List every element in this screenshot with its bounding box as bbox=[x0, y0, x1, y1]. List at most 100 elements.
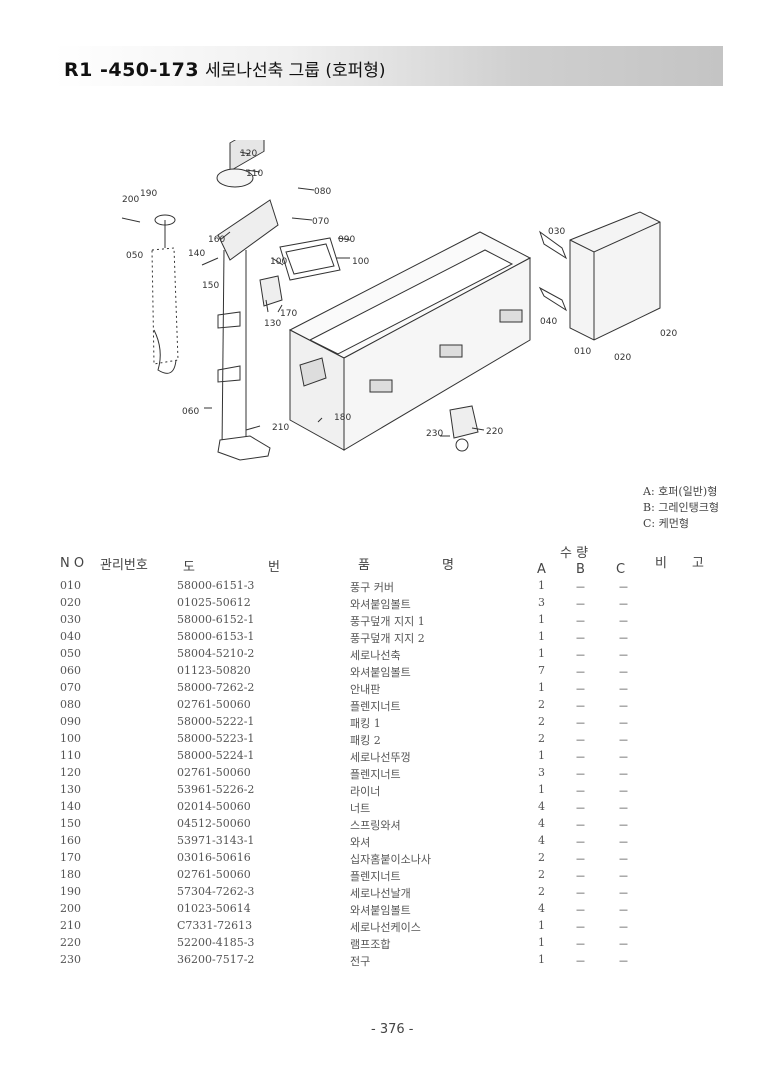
part-name-cell: 패킹 1 bbox=[350, 717, 381, 730]
callout-label: 050 bbox=[126, 251, 143, 261]
drawing-number-cell: 57304-7262-3 bbox=[177, 885, 255, 898]
drawing-number-cell: C7331-72613 bbox=[177, 919, 253, 932]
type-legend: A: 호퍼(일반)형 B: 그레인탱크형 C: 케먼형 bbox=[643, 484, 719, 532]
part-number-cell: 140 bbox=[60, 800, 81, 813]
callout-label: 020 bbox=[660, 329, 677, 339]
qty-c-cell: － bbox=[618, 853, 629, 866]
qty-a-cell: 2 bbox=[538, 698, 545, 711]
header-remarks-2: 고 bbox=[692, 556, 704, 571]
callout-label: 170 bbox=[280, 309, 297, 319]
callout-label: 220 bbox=[486, 427, 503, 437]
drawing-number-cell: 01123-50820 bbox=[177, 664, 251, 677]
qty-a-cell: 4 bbox=[538, 817, 545, 830]
qty-c-cell: － bbox=[618, 768, 629, 781]
qty-a-cell: 7 bbox=[538, 664, 545, 677]
header-no: N O bbox=[60, 556, 85, 571]
callout-label: 040 bbox=[540, 317, 557, 327]
callout-label: 190 bbox=[140, 189, 157, 199]
qty-c-cell: － bbox=[618, 921, 629, 934]
qty-c-cell: － bbox=[618, 734, 629, 747]
qty-b-cell: － bbox=[575, 598, 586, 611]
part-number-cell: 130 bbox=[60, 783, 81, 796]
part-number-cell: 050 bbox=[60, 647, 81, 660]
part-name-cell: 안내판 bbox=[350, 683, 381, 696]
part-number-cell: 010 bbox=[60, 579, 81, 592]
part-name-cell: 십자홈붙이소나사 bbox=[350, 853, 431, 866]
qty-c-cell: － bbox=[618, 751, 629, 764]
callout-label: 180 bbox=[334, 413, 351, 423]
callout-label: 140 bbox=[188, 249, 205, 259]
part-name-cell: 플렌지너트 bbox=[350, 700, 401, 713]
part-name-cell: 플렌지너트 bbox=[350, 870, 401, 883]
part-name-cell: 라이너 bbox=[350, 785, 381, 798]
drawing-number-cell: 58004-5210-2 bbox=[177, 647, 255, 660]
part-name-cell: 세로나선날개 bbox=[350, 887, 411, 900]
qty-a-cell: 1 bbox=[538, 579, 545, 592]
drawing-number-cell: 01023-50614 bbox=[177, 902, 251, 915]
qty-a-cell: 1 bbox=[538, 613, 545, 626]
qty-c-cell: － bbox=[618, 649, 629, 662]
group-code: R1 -450-173 bbox=[64, 59, 200, 81]
drawing-number-cell: 04512-50060 bbox=[177, 817, 251, 830]
part-name-cell: 세로나선케이스 bbox=[350, 921, 421, 934]
part-number-cell: 090 bbox=[60, 715, 81, 728]
callout-label: 130 bbox=[264, 319, 281, 329]
qty-b-cell: － bbox=[575, 921, 586, 934]
qty-c-cell: － bbox=[618, 700, 629, 713]
qty-a-cell: 1 bbox=[538, 953, 545, 966]
part-number-cell: 030 bbox=[60, 613, 81, 626]
header-mgmt-no: 관리번호 bbox=[100, 558, 148, 573]
table-row: 190 57304-7262-3 세로나선날개 2 － － bbox=[60, 883, 680, 900]
qty-a-cell: 2 bbox=[538, 715, 545, 728]
part-name-cell: 전구 bbox=[350, 955, 371, 968]
qty-c-cell: － bbox=[618, 598, 629, 611]
part-number-cell: 230 bbox=[60, 953, 81, 966]
part-name-cell: 스프링와셔 bbox=[350, 819, 401, 832]
qty-a-cell: 4 bbox=[538, 834, 545, 847]
qty-b-cell: － bbox=[575, 717, 586, 730]
part-number-cell: 190 bbox=[60, 885, 81, 898]
qty-c-cell: － bbox=[618, 717, 629, 730]
qty-a-cell: 2 bbox=[538, 851, 545, 864]
qty-a-cell: 2 bbox=[538, 885, 545, 898]
part-name-cell: 와셔붙임볼트 bbox=[350, 904, 411, 917]
qty-c-cell: － bbox=[618, 615, 629, 628]
qty-b-cell: － bbox=[575, 955, 586, 968]
callout-label: 100 bbox=[352, 257, 369, 267]
qty-c-cell: － bbox=[618, 666, 629, 679]
qty-c-cell: － bbox=[618, 887, 629, 900]
callout-label: 070 bbox=[312, 217, 329, 227]
part-name-cell: 램프조합 bbox=[350, 938, 391, 951]
qty-c-cell: － bbox=[618, 581, 629, 594]
qty-a-cell: 3 bbox=[538, 766, 545, 779]
qty-a-cell: 1 bbox=[538, 647, 545, 660]
header-name-2: 명 bbox=[442, 558, 454, 573]
qty-b-cell: － bbox=[575, 802, 586, 815]
qty-b-cell: － bbox=[575, 819, 586, 832]
drawing-number-cell: 02761-50060 bbox=[177, 766, 251, 779]
part-number-cell: 200 bbox=[60, 902, 81, 915]
group-title: 세로나선축 그룹 (호퍼형) bbox=[205, 61, 386, 81]
qty-a-cell: 1 bbox=[538, 936, 545, 949]
qty-a-cell: 2 bbox=[538, 868, 545, 881]
callout-label: 100 bbox=[270, 257, 287, 267]
qty-b-cell: － bbox=[575, 887, 586, 900]
part-name-cell: 패킹 2 bbox=[350, 734, 381, 747]
part-number-cell: 160 bbox=[60, 834, 81, 847]
part-name-cell: 세로나선축 bbox=[350, 649, 401, 662]
